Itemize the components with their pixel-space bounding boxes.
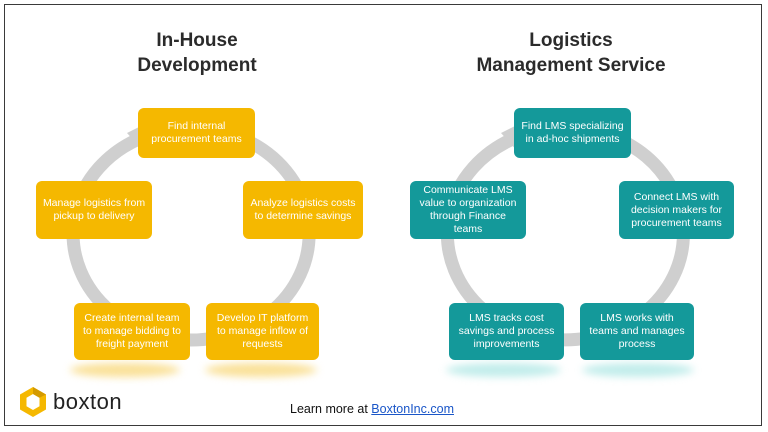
right-title: Logistics Management Service <box>421 28 721 78</box>
left-title: In-House Development <box>47 28 347 78</box>
left-step-label: Create internal team to manage bidding t… <box>82 312 182 350</box>
footer-link[interactable]: BoxtonInc.com <box>371 402 454 416</box>
slide-frame <box>4 4 762 426</box>
left-title-line-1: In-House <box>156 30 238 51</box>
right-step-connect-lms: Connect LMS with decision makers for pro… <box>619 181 734 239</box>
right-glow-1 <box>446 363 561 377</box>
left-step-develop-it-platform: Develop IT platform to manage inflow of … <box>206 303 319 360</box>
left-glow-1 <box>70 363 180 377</box>
left-step-label: Develop IT platform to manage inflow of … <box>216 312 309 350</box>
right-step-find-lms: Find LMS specializing in ad-hoc shipment… <box>514 108 631 158</box>
right-step-communicate-value: Communicate LMS value to organization th… <box>410 181 526 239</box>
left-step-create-internal-team: Create internal team to manage bidding t… <box>74 303 190 360</box>
left-step-analyze-costs: Analyze logistics costs to determine sav… <box>243 181 363 239</box>
right-step-label: Connect LMS with decision makers for pro… <box>630 190 723 229</box>
left-step-label: Analyze logistics costs to determine sav… <box>250 197 356 222</box>
right-step-lms-tracks-savings: LMS tracks cost savings and process impr… <box>449 303 564 360</box>
right-title-line-2: Management Service <box>476 55 666 76</box>
right-step-label: Find LMS specializing in ad-hoc shipment… <box>521 120 624 145</box>
footer-text: Learn more at <box>290 402 372 416</box>
right-step-lms-works-with-teams: LMS works with teams and manages process <box>580 303 694 360</box>
boxton-cube-icon <box>20 387 46 417</box>
boxton-logo: boxton <box>18 386 122 418</box>
left-step-label: Manage logistics from pickup to delivery <box>42 197 146 222</box>
footer: Learn more at BoxtonInc.com <box>290 402 454 416</box>
right-step-label: LMS works with teams and manages process <box>589 312 685 350</box>
left-title-line-2: Development <box>137 55 257 76</box>
left-step-find-procurement-teams: Find internal procurement teams <box>138 108 255 158</box>
right-title-line-1: Logistics <box>529 30 613 51</box>
left-glow-2 <box>205 363 317 377</box>
brand-name: boxton <box>53 389 123 414</box>
right-glow-2 <box>582 363 694 377</box>
left-step-label: Find internal procurement teams <box>151 120 242 145</box>
left-step-manage-logistics: Manage logistics from pickup to delivery <box>36 181 152 239</box>
right-step-label: Communicate LMS value to organization th… <box>419 184 517 235</box>
right-step-label: LMS tracks cost savings and process impr… <box>458 312 555 350</box>
